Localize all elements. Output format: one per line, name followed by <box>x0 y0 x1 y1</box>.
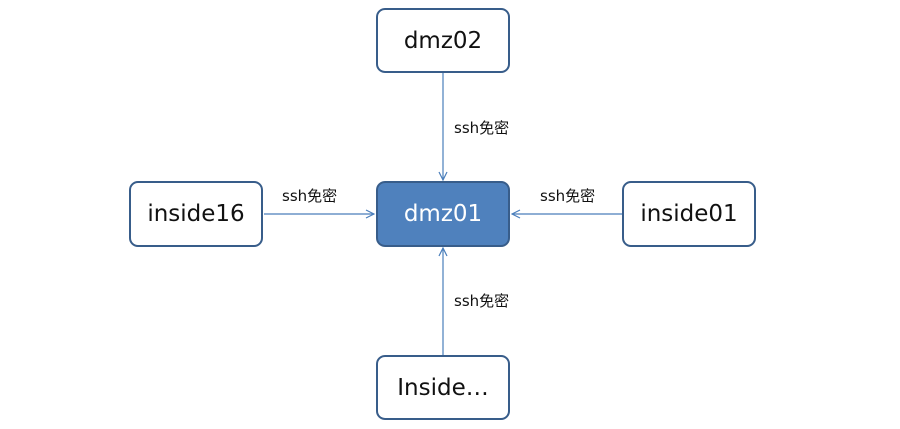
node-inside01-label: inside01 <box>640 201 738 227</box>
edge-label-left: ssh免密 <box>282 187 338 205</box>
node-dmz01-label: dmz01 <box>403 201 483 227</box>
node-inside16-label: inside16 <box>147 201 245 227</box>
node-dmz02: dmz02 <box>376 8 510 73</box>
node-inside-more-label: Inside… <box>397 374 489 401</box>
node-inside-more: Inside… <box>376 355 510 420</box>
edge-label-bottom: ssh免密 <box>454 292 510 310</box>
edge-label-top: ssh免密 <box>454 119 510 137</box>
node-dmz02-label: dmz02 <box>403 27 483 54</box>
node-inside16: inside16 <box>129 181 263 247</box>
node-inside01: inside01 <box>622 181 756 247</box>
edge-label-right: ssh免密 <box>540 187 596 205</box>
node-dmz01: dmz01 <box>376 181 510 247</box>
